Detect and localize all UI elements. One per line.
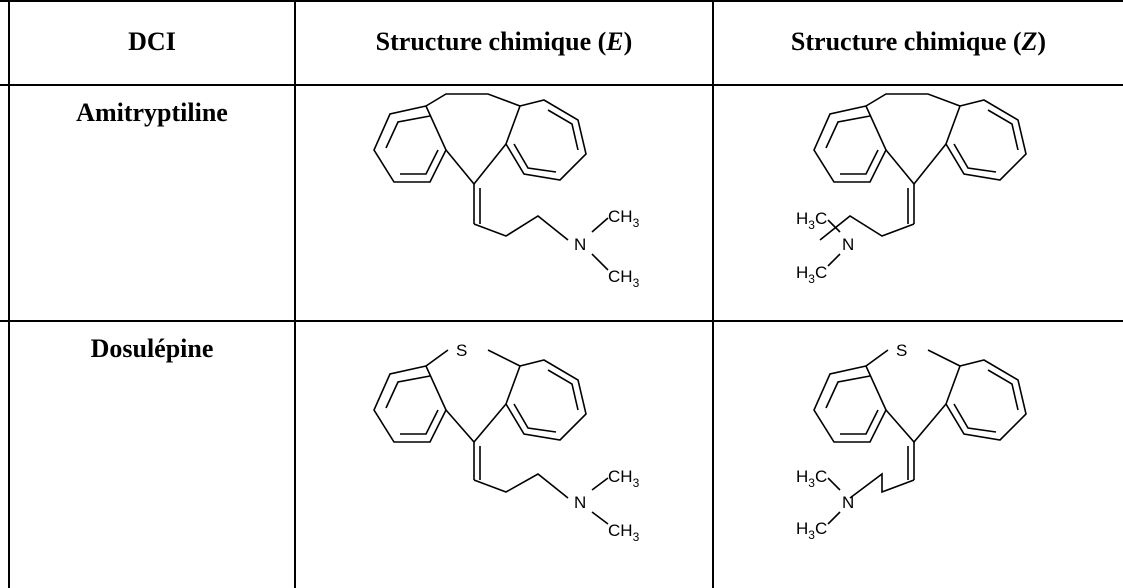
atom-h3c-top: H3C <box>796 467 827 490</box>
structure-amitryptiline-z: H3C N H3C <box>782 92 1082 307</box>
header-z-letter: Z <box>1021 27 1038 56</box>
header-structure-z: Structure chimique (Z) <box>714 0 1123 84</box>
atom-n: N <box>842 235 854 254</box>
row-label-amitryptiline: Amitryptiline <box>76 98 228 127</box>
atom-n: N <box>842 493 854 512</box>
header-dci: DCI <box>10 0 294 84</box>
atom-h3c-bottom: H3C <box>796 519 827 541</box>
header-z-prefix: Structure chimique ( <box>790 27 1022 56</box>
col-separator-1 <box>294 0 296 588</box>
row-separator <box>0 320 1123 322</box>
structure-amitryptiline-e: N CH3 CH3 <box>370 92 670 307</box>
col-separator-2 <box>712 0 714 588</box>
row-label-dosulepine: Dosulépine <box>90 334 214 363</box>
atom-h3c-bottom: H3C <box>796 263 827 286</box>
header-separator <box>0 84 1123 86</box>
header-z-suffix: ) <box>1037 27 1047 56</box>
header-structure-e: Structure chimique (E) <box>296 0 712 84</box>
atom-ch3-bottom: CH3 <box>608 267 640 290</box>
left-border <box>8 0 10 588</box>
atom-h3c-top: H3C <box>796 209 827 232</box>
header-e-prefix: Structure chimique ( <box>375 27 607 56</box>
structure-dosulepine-e: S N CH3 CH3 <box>370 326 670 541</box>
atom-ch3-top: CH3 <box>608 207 640 230</box>
atom-n: N <box>574 235 586 254</box>
structure-dosulepine-z: S H3C N H3C <box>782 326 1082 541</box>
top-border <box>0 0 1123 2</box>
atom-s: S <box>456 341 467 360</box>
header-e-letter: E <box>606 27 624 56</box>
atom-ch3-bottom: CH3 <box>608 521 640 541</box>
atom-ch3-top: CH3 <box>608 467 640 490</box>
header-dci-label: DCI <box>128 27 176 56</box>
header-e-suffix: ) <box>623 27 633 56</box>
atom-n: N <box>574 493 586 512</box>
atom-s: S <box>896 341 907 360</box>
